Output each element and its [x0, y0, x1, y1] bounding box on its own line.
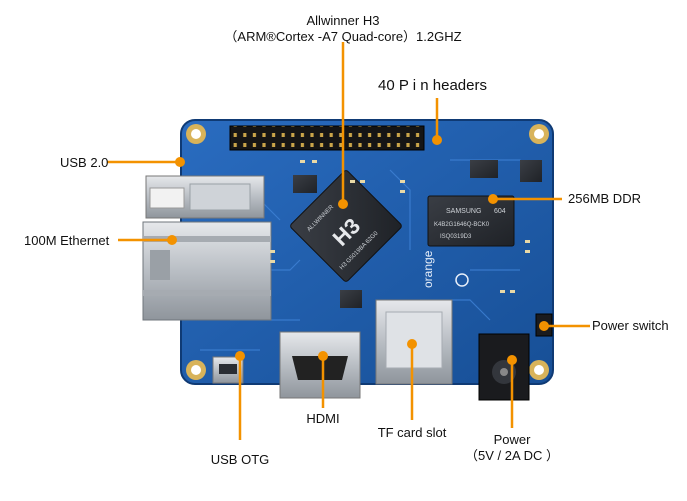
label-ethernet: 100M Ethernet [24, 233, 110, 248]
label-usb2: USB 2.0 [60, 155, 109, 170]
svg-text:orange: orange [421, 250, 435, 288]
label-power: Power [493, 432, 531, 447]
small-chip [340, 290, 362, 308]
small-chip [520, 160, 542, 182]
cpu-chip: ALLWINNER H3 H3 G5019BA 62G0 [290, 170, 402, 282]
small-chip [293, 175, 317, 193]
usb-otg-port [212, 356, 244, 384]
label-power-switch: Power switch [592, 318, 669, 333]
ethernet-port [142, 221, 272, 321]
ddr-chip: SAMSUNG 604 K4B2G1646Q-BCK0 ISQ0319D3 [427, 195, 515, 247]
label-usb-otg: USB OTG [210, 452, 270, 467]
hdmi-port [279, 331, 361, 399]
mounting-holes [186, 124, 549, 380]
smd-components [270, 160, 530, 293]
usb2-port [145, 175, 265, 219]
label-power-detail: （5V / 2A DC ） [465, 448, 559, 463]
label-cpu-detail: （ARM®Cortex -A7 Quad-core）1.2GHZ [224, 29, 462, 44]
label-ddr: 256MB DDR [568, 191, 641, 206]
svg-text:SAMSUNG: SAMSUNG [446, 208, 481, 215]
label-hdmi: HDMI [306, 411, 340, 426]
gpio-header [229, 125, 425, 151]
orange-pi-logo: orange [421, 250, 469, 288]
svg-text:604: 604 [494, 208, 506, 215]
small-chip [470, 160, 498, 178]
label-gpio: 40 P i n headers [378, 77, 487, 94]
svg-text:ISQ0319D3: ISQ0319D3 [440, 234, 472, 240]
label-cpu-title: Allwinner H3 [306, 13, 380, 28]
label-tf: TF card slot [377, 425, 447, 440]
callout-lines [107, 42, 590, 440]
power-jack [478, 333, 530, 401]
svg-text:K4B2G1646Q-BCK0: K4B2G1646Q-BCK0 [434, 222, 490, 228]
